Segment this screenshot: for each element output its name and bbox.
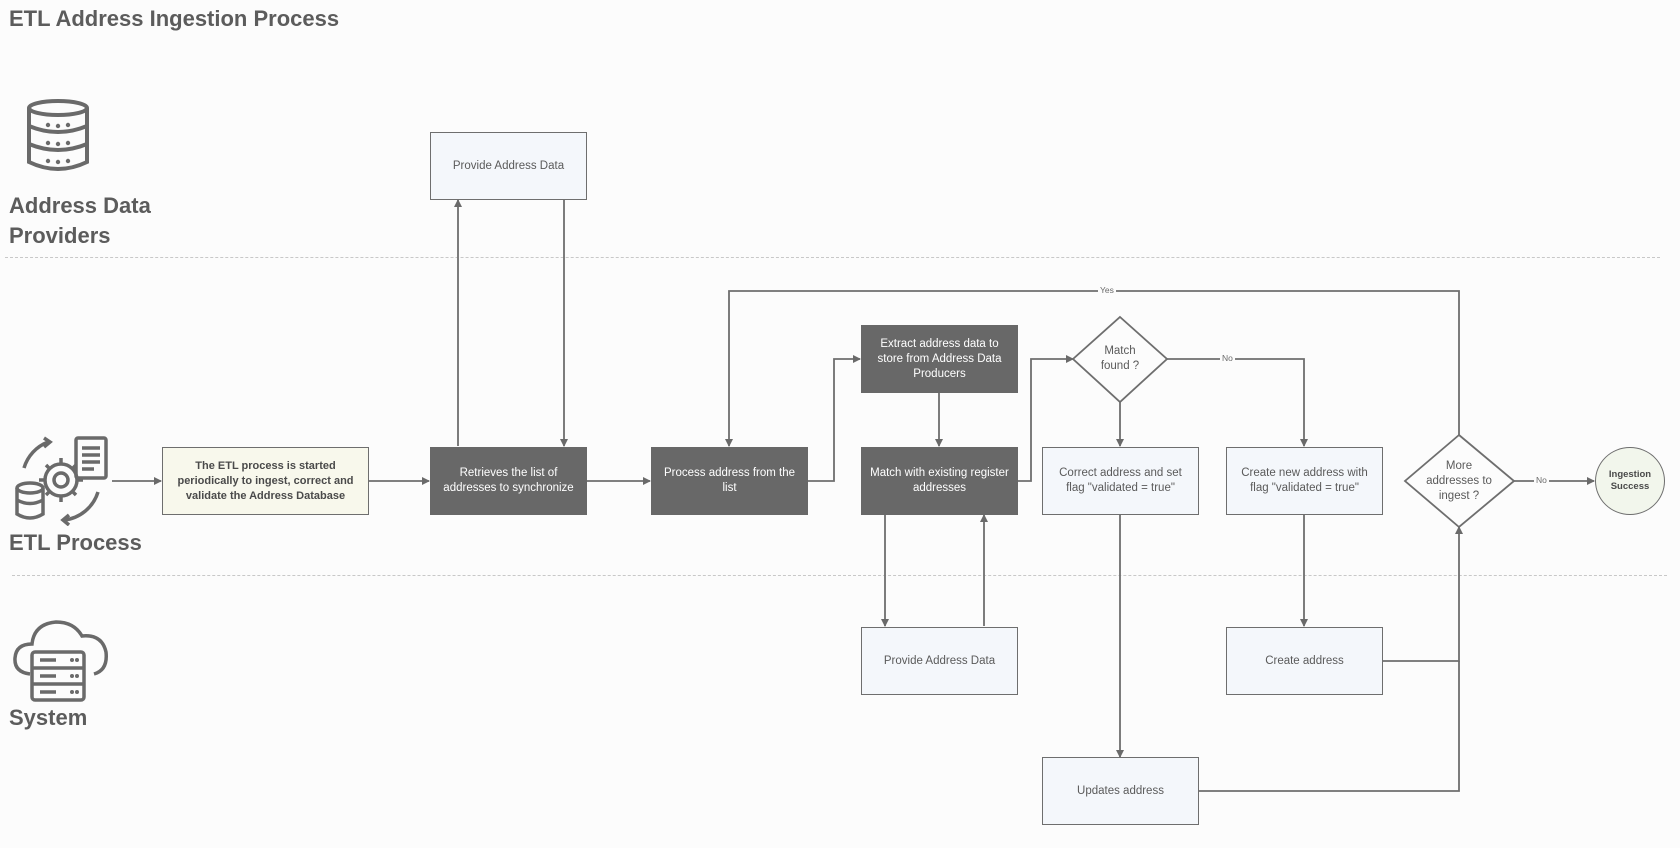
start-event-box[interactable]: The ETL process is started periodically … [162,447,369,515]
correct-address-task[interactable]: Correct address and set flag "validated … [1042,447,1199,515]
edge-label-no-match: No [1220,353,1235,363]
lane-label-providers: Address Data Providers [9,193,151,248]
more-addresses-label: More addresses to ingest ? [1426,459,1492,502]
cloud-server-icon [13,620,108,702]
edge-more-yes-loop [725,290,1460,447]
provide-address-data-bottom[interactable]: Provide Address Data [861,627,1018,695]
page-title: ETL Address Ingestion Process [9,6,340,31]
etl-gear-icon [15,436,108,526]
edge-label-no-more: No [1534,475,1549,485]
database-icon [27,99,89,171]
updates-address-task[interactable]: Updates address [1042,757,1199,825]
edge-createaddr-to-more [1382,526,1463,662]
ingestion-success-end[interactable]: Ingestion Success [1595,447,1665,515]
retrieve-list-task[interactable]: Retrieves the list of addresses to synch… [430,447,587,515]
lane-divider [12,575,1667,576]
create-new-address-task[interactable]: Create new address with flag "validated … [1226,447,1383,515]
match-existing-task[interactable]: Match with existing register addresses [861,447,1018,515]
edge-process-to-extract [807,355,861,482]
edge-updates-to-more [1198,661,1460,792]
lane-label-system: System [9,705,88,730]
lane-label-etl: ETL Process [9,530,142,555]
provide-address-data-top[interactable]: Provide Address Data [430,132,587,200]
edge-decision-no-create [1167,358,1308,447]
create-address-task[interactable]: Create address [1226,627,1383,695]
lane-divider [5,257,1660,258]
more-addresses-diamond [1403,433,1516,529]
extract-address-task[interactable]: Extract address data to store from Addre… [861,325,1018,393]
edge-label-yes: Yes [1098,285,1116,295]
process-address-task[interactable]: Process address from the list [651,447,808,515]
match-found-label: Match found ? [1100,345,1140,372]
match-found-diamond [1071,315,1169,404]
edge-match-to-decision [1017,355,1074,482]
